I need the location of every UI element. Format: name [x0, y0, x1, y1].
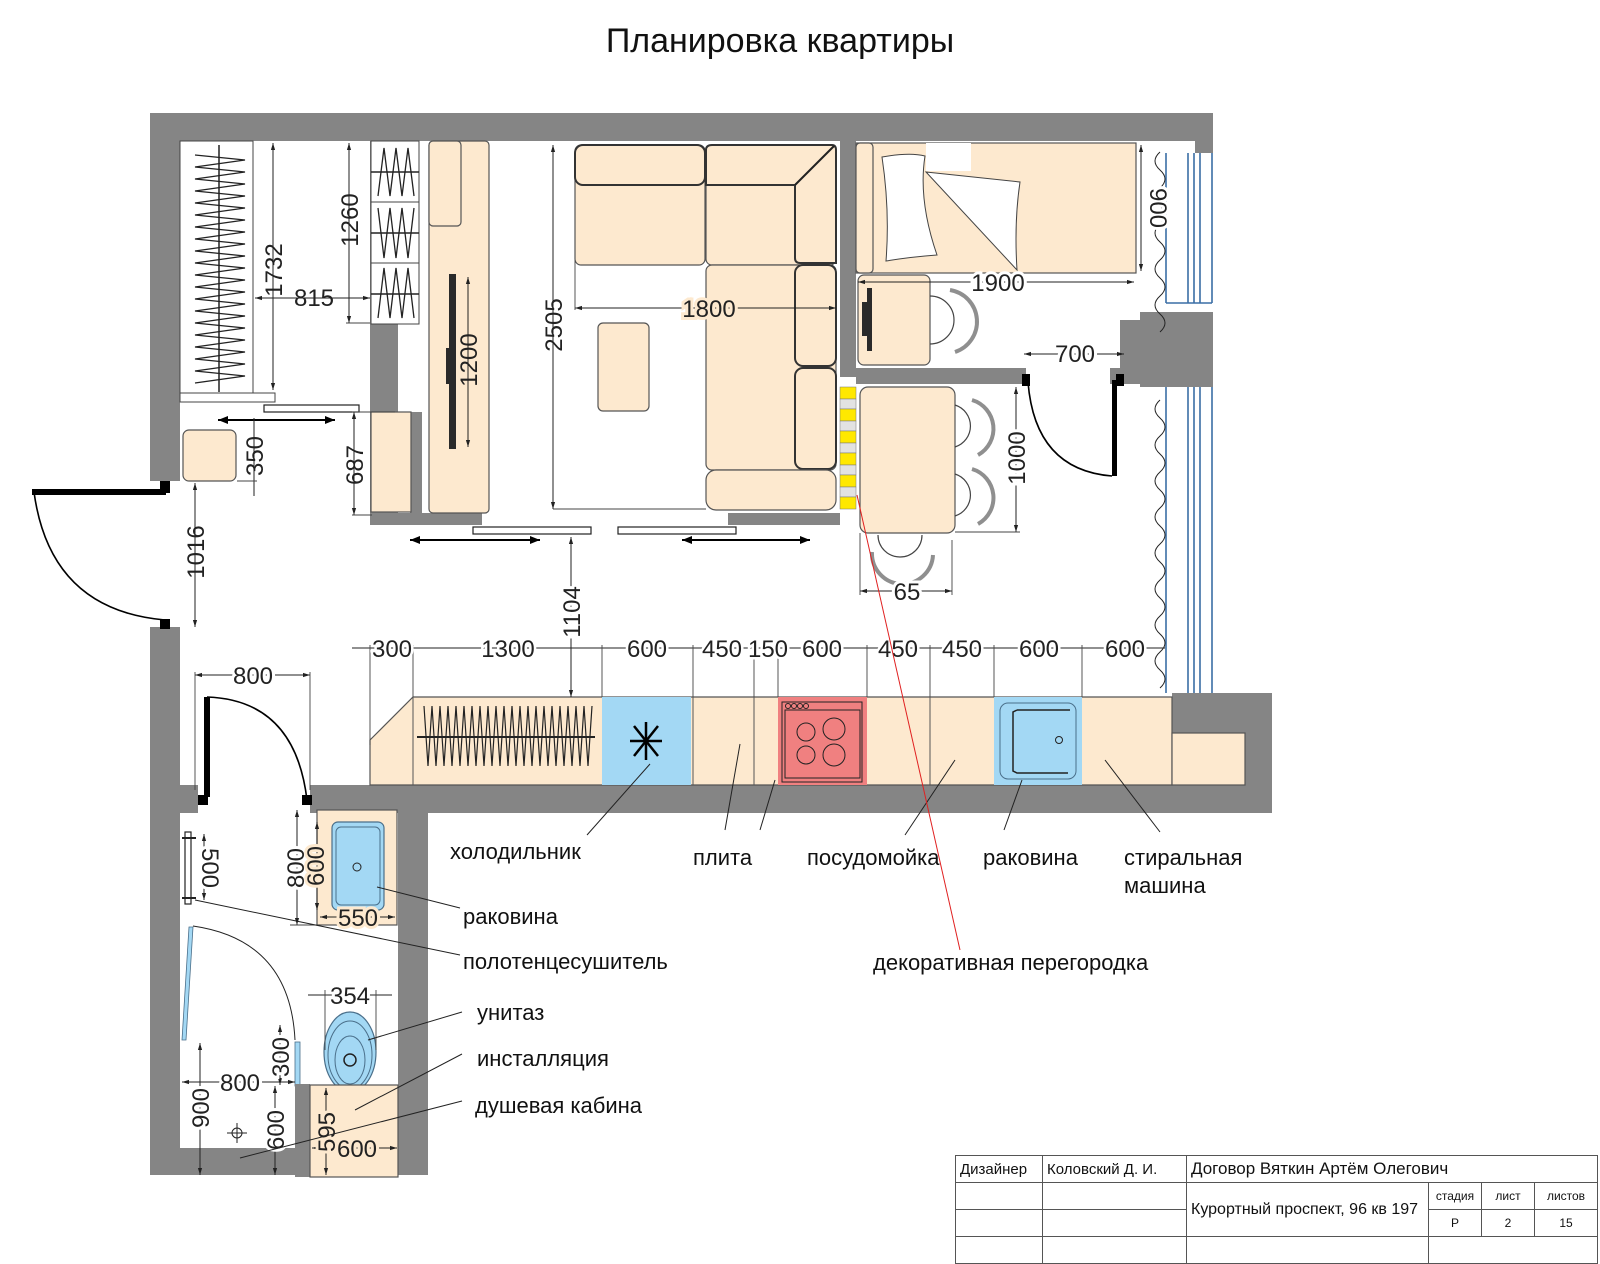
dim-shower-door: 300 — [268, 1037, 295, 1077]
dim-kitchen-8: 600 — [1019, 636, 1059, 663]
sliding-doors[interactable] — [218, 404, 810, 544]
bathroom-door[interactable] — [198, 696, 312, 805]
leader-lines — [194, 494, 1161, 1159]
bathroom-sink-cabinet — [316, 809, 398, 926]
dining-chairs — [869, 398, 996, 587]
label-fridge: холодильник — [450, 839, 581, 864]
balcony-door[interactable] — [1022, 374, 1124, 477]
sheets-value: 15 — [1534, 1209, 1598, 1237]
dim-toilet-width: 354 — [330, 983, 370, 1010]
dim-bed-width: 900 — [1144, 188, 1171, 228]
dim-pouf: 350 — [242, 436, 269, 476]
kitchen-sink — [994, 697, 1082, 785]
desk — [857, 274, 931, 366]
dim-shelf-height: 1260 — [337, 193, 364, 246]
stove — [778, 697, 867, 785]
sheets-label: листов — [1534, 1182, 1598, 1210]
label-toilet: унитаз — [477, 1000, 544, 1025]
page-title: Планировка квартиры — [605, 22, 955, 60]
hallway-cabinet — [370, 411, 412, 513]
shower-cabin — [181, 925, 310, 1177]
coffee-table — [597, 322, 650, 412]
dim-entry-door: 1016 — [183, 525, 210, 578]
dim-kitchen-9: 600 — [1105, 636, 1145, 663]
desk-chair — [929, 288, 979, 354]
window-bottom — [1165, 387, 1213, 693]
kitchen-counter — [369, 696, 1246, 786]
designer-name: Коловский Д. И. — [1042, 1155, 1187, 1183]
address: Курортный проспект, 96 кв 197 — [1186, 1182, 1429, 1237]
bed — [855, 142, 1137, 274]
kitchen-dimensions: 300 1300 600 450 150 600 450 450 600 600 — [369, 634, 1147, 666]
curtain-bottom — [1154, 399, 1166, 689]
dimension-lines — [182, 143, 1165, 1175]
label-washer-line2: машина — [1124, 873, 1206, 898]
towel-dryer — [182, 831, 196, 905]
corner-sofa — [574, 144, 837, 511]
dim-wardrobe-height: 1732 — [261, 243, 288, 296]
dim-balcony-door: 700 — [1055, 341, 1095, 368]
toilet — [323, 1011, 377, 1093]
dim-cabinet: 687 — [342, 445, 369, 485]
label-washer-line1: стиральная — [1124, 845, 1242, 870]
dim-sofa-width: 1800 — [682, 296, 735, 323]
dim-shower-width: 800 — [220, 1070, 260, 1097]
designer-label: Дизайнер — [955, 1155, 1043, 1183]
sheet-label: лист — [1481, 1182, 1535, 1210]
stage-value: Р — [1428, 1209, 1482, 1237]
dim-kitchen-1: 1300 — [481, 636, 534, 663]
dining-table — [859, 386, 956, 534]
dim-passage: 1104 — [559, 586, 586, 638]
dim-towel-rail: 500 — [196, 848, 223, 888]
label-partition: декоративная перегородка — [873, 950, 1149, 975]
dim-sink-depth-outer: 800 — [283, 848, 310, 888]
dim-chair-offset: 65 — [894, 579, 921, 606]
dim-shower-lower: 600 — [263, 1110, 290, 1150]
label-stove: плита — [693, 845, 753, 870]
title-block: Дизайнер Коловский Д. И. Договор Вяткин … — [955, 1155, 1598, 1264]
dim-shower-depth: 900 — [188, 1088, 215, 1128]
entry-door[interactable] — [32, 481, 170, 629]
sheet-value: 2 — [1481, 1209, 1535, 1237]
label-dishwasher: посудомойка — [807, 845, 940, 870]
tv-unit — [428, 140, 490, 514]
kitchen-drawer-unit — [417, 705, 595, 767]
fridge — [602, 697, 691, 785]
stage-label: стадия — [1428, 1182, 1482, 1210]
dim-kitchen-7: 450 — [942, 636, 982, 663]
label-bath-sink: раковина — [463, 904, 559, 929]
pouf — [182, 429, 237, 482]
dim-kitchen-4: 150 — [748, 636, 788, 663]
dim-kitchen-0: 300 — [372, 636, 412, 663]
dim-kitchen-5: 600 — [802, 636, 842, 663]
wardrobe — [179, 140, 276, 403]
dim-sofa-depth: 2505 — [541, 298, 568, 351]
dim-bath-door: 800 — [233, 663, 273, 690]
decorative-partition — [839, 386, 857, 510]
window-top — [1165, 153, 1213, 304]
shoe-shelf — [370, 140, 420, 325]
curtain-top — [1154, 151, 1166, 333]
dim-sink-depth-inner: 600 — [303, 846, 330, 886]
dim-kitchen-3: 450 — [702, 636, 742, 663]
dim-install-depth: 595 — [314, 1112, 341, 1152]
dim-kitchen-2: 600 — [627, 636, 667, 663]
dim-wardrobe-width: 815 — [294, 285, 334, 312]
dim-bed-length: 1900 — [971, 270, 1024, 297]
dim-table-length: 1000 — [1004, 431, 1031, 484]
dim-sink-width: 550 — [338, 905, 378, 932]
contract: Договор Вяткин Артём Олегович — [1186, 1155, 1598, 1183]
label-kitchen-sink: раковина — [983, 845, 1079, 870]
label-shower: душевая кабина — [475, 1093, 643, 1118]
label-installation: инсталляция — [477, 1046, 609, 1071]
dim-kitchen-6: 450 — [878, 636, 918, 663]
dim-tv-width: 1200 — [456, 333, 483, 386]
dim-install-width: 600 — [337, 1136, 377, 1163]
label-towel-dryer: полотенцесушитель — [463, 949, 668, 974]
